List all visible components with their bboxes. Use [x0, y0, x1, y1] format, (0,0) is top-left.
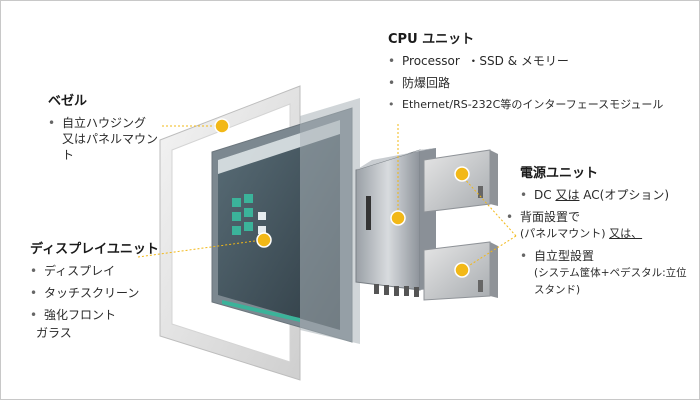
- power-heading: 電源ユニット: [520, 166, 599, 181]
- yellow-dot-icon: [256, 232, 272, 248]
- power-item-rear-mount: 背面設置で (パネルマウント) 又は、: [506, 209, 692, 242]
- power-item1-prefix: DC: [534, 188, 556, 202]
- bezel-item: 自立ハウジング 又はパネルマウント: [48, 115, 160, 163]
- cpu-item: Ethernet/RS-232C等のインターフェースモジュール: [388, 97, 688, 113]
- display-item: 強化フロント: [30, 307, 160, 323]
- power-item3-line2: (システム筐体+ペデスタル:立位スタンド): [534, 267, 687, 296]
- yellow-dot-icon: [454, 166, 470, 182]
- power-item1-suffix: AC(オプション): [579, 188, 670, 202]
- yellow-dot-icon: [214, 118, 230, 134]
- power-item-dc-ac: DC 又は AC(オプション): [520, 187, 692, 203]
- power-item3-line1: 自立型設置: [534, 249, 595, 263]
- display-heading: ディスプレイユニット: [30, 242, 159, 257]
- bezel-heading: ベゼル: [48, 94, 88, 109]
- power-unit-top: [423, 149, 498, 213]
- power-item1-underline: 又は: [555, 188, 580, 202]
- markers: [214, 118, 470, 278]
- power-item2-line1: 背面設置で: [520, 210, 581, 224]
- cpu-item: 防爆回路: [388, 75, 688, 91]
- power-item2-line2-underline: 又は、: [609, 227, 643, 240]
- display-item-continuation: ガラス: [36, 326, 72, 340]
- glass-layer: [300, 98, 360, 344]
- power-callout: 電源ユニット DC 又は AC(オプション) 背面設置で (パネルマウント) 又…: [506, 162, 692, 304]
- display-item: タッチスクリーン: [30, 285, 160, 301]
- cpu-item: Processor ・SSD & メモリー: [388, 53, 688, 69]
- power-item-standalone: 自立型設置 (システム筐体+ペデスタル:立位スタンド): [520, 248, 692, 298]
- display-item: ディスプレイ: [30, 263, 160, 279]
- yellow-dot-icon: [390, 210, 406, 226]
- cpu-heading: CPU ユニット: [388, 32, 475, 47]
- yellow-dot-icon: [454, 262, 470, 278]
- cpu-callout: CPU ユニット Processor ・SSD & メモリー 防爆回路 Ethe…: [388, 28, 688, 119]
- display-callout: ディスプレイユニット ディスプレイ タッチスクリーン 強化フロント ガラス: [30, 238, 160, 341]
- bezel-callout: ベゼル 自立ハウジング 又はパネルマウント: [48, 90, 160, 169]
- power-item2-line2-prefix: (パネルマウント): [520, 227, 610, 240]
